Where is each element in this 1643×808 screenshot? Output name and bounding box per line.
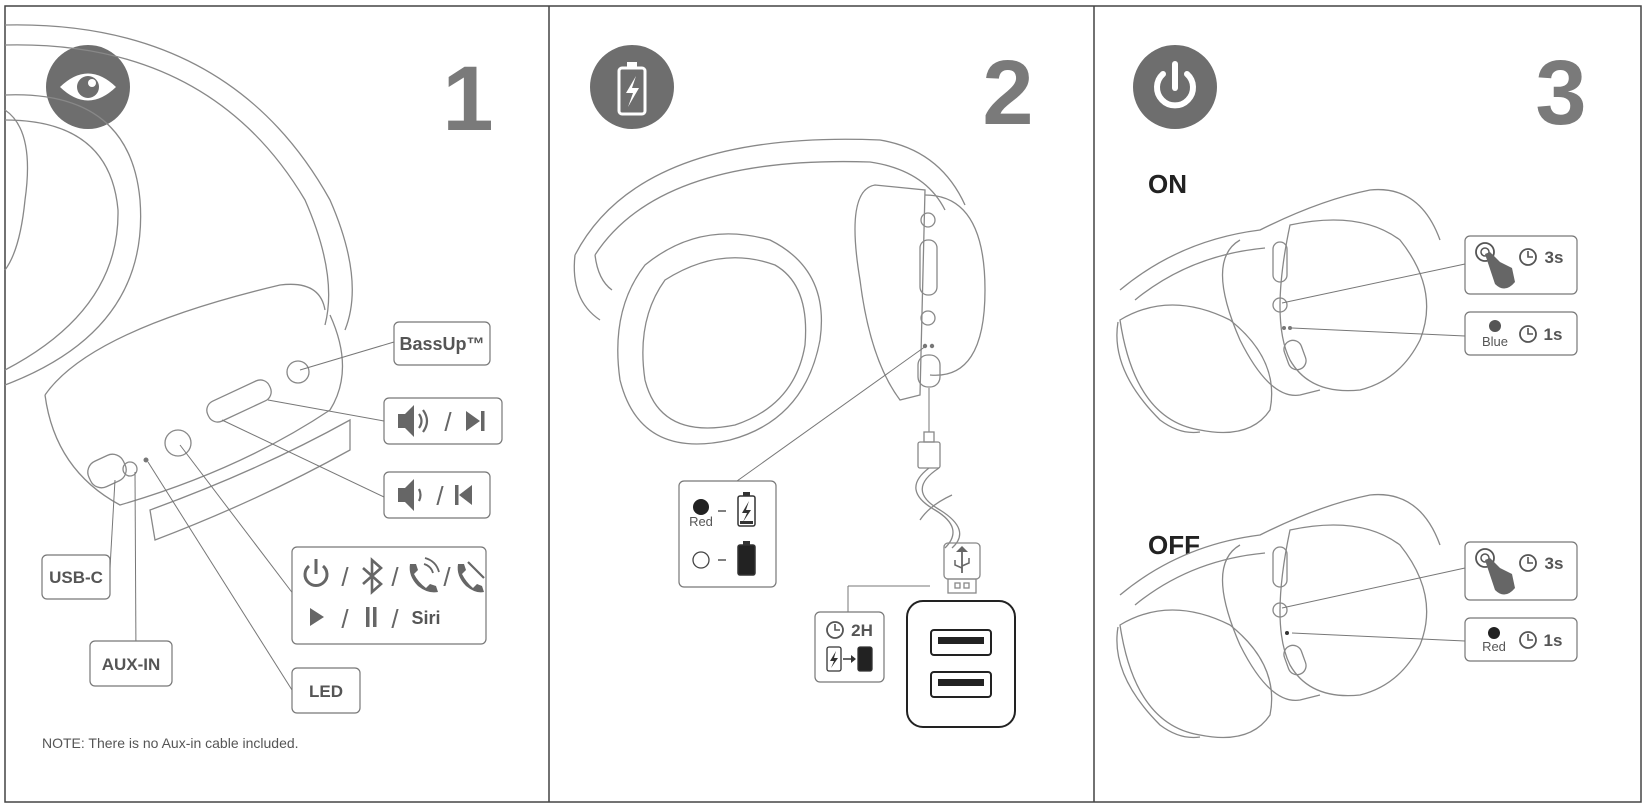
volume-down-prev-callout: / — [383, 471, 491, 519]
on-hold-time: 3s — [1545, 248, 1564, 267]
auxin-callout: AUX-IN — [89, 640, 173, 687]
battery-charge-progress-icon — [826, 646, 873, 672]
pause-icon — [366, 607, 377, 627]
led-dot — [1488, 627, 1500, 639]
led-status-callout: Red — [678, 480, 777, 588]
led-off-dot — [692, 551, 710, 569]
panel-3: 3 ON — [1116, 42, 1587, 739]
clock-icon — [826, 621, 844, 639]
bluetooth-icon — [362, 557, 383, 595]
aux-note: NOTE: There is no Aux-in cable included. — [42, 735, 299, 751]
usb-cable — [915, 388, 981, 594]
charge-time-label: 2H — [851, 621, 873, 640]
siri-label: Siri — [411, 608, 440, 628]
off-title: OFF — [1148, 530, 1200, 560]
end-call-icon — [457, 561, 485, 593]
slash-separator: / — [391, 562, 399, 592]
previous-track-icon — [455, 485, 472, 505]
slash-separator: / — [443, 562, 451, 592]
on-led-callout: Blue 1s — [1464, 311, 1578, 356]
slash-separator: / — [436, 481, 444, 511]
usbc-label: USB-C — [49, 568, 103, 587]
off-led-color: Red — [1482, 639, 1506, 654]
battery-full-icon — [737, 541, 756, 576]
on-led-time: 1s — [1544, 325, 1563, 344]
press-finger-icon — [1475, 548, 1515, 595]
bassup-label: BassUp™ — [399, 334, 484, 354]
usb-symbol-icon — [954, 546, 970, 573]
headphone-illustration — [573, 138, 986, 445]
led-on-dot — [693, 499, 709, 515]
clock-icon — [1519, 554, 1537, 572]
power-icon — [303, 559, 329, 587]
panel-1: 1 BassU — [4, 24, 503, 751]
headphone-illustration-off — [1116, 493, 1441, 739]
charge-time-callout: 2H — [814, 611, 885, 683]
clock-icon — [1519, 631, 1537, 649]
sheet-border — [4, 5, 1642, 803]
press-finger-icon — [1475, 242, 1515, 289]
led-label: LED — [309, 682, 343, 701]
battery-charging-icon — [737, 492, 756, 527]
volume-down-icon — [398, 479, 422, 511]
play-icon — [310, 608, 324, 626]
led-red-label: Red — [689, 514, 713, 529]
volume-up-next-callout: / — [383, 397, 503, 445]
off-hold-time: 3s — [1545, 554, 1564, 573]
on-hold-callout: 3s — [1464, 235, 1578, 295]
usbc-callout: USB-C — [41, 554, 111, 600]
headphone-illustration — [4, 24, 353, 541]
led-callout: LED — [291, 667, 361, 714]
battery-charging-icon — [590, 45, 674, 129]
slash-separator: / — [341, 562, 349, 592]
off-hold-callout: 3s — [1464, 541, 1578, 601]
slash-separator: / — [391, 604, 399, 634]
power-function-callout: / / / / / Siri — [291, 546, 487, 645]
clock-icon — [1519, 248, 1537, 266]
headphone-illustration-on — [1116, 188, 1441, 434]
on-title: ON — [1148, 169, 1187, 199]
auxin-label: AUX-IN — [102, 655, 161, 674]
clock-icon — [1519, 325, 1537, 343]
bassup-callout: BassUp™ — [393, 321, 491, 366]
on-led-color: Blue — [1482, 334, 1508, 349]
step-number: 3 — [1535, 42, 1586, 144]
led-dot — [1489, 320, 1501, 332]
usb-charger — [906, 600, 1016, 728]
next-track-icon — [466, 411, 485, 431]
step-number: 1 — [442, 48, 493, 150]
callout-lines — [109, 341, 395, 691]
answer-call-icon — [409, 557, 440, 593]
eye-icon — [46, 45, 130, 129]
slash-separator: / — [341, 604, 349, 634]
step-number: 2 — [982, 42, 1033, 144]
slash-separator: / — [444, 407, 452, 437]
volume-up-icon — [398, 405, 429, 437]
off-led-time: 1s — [1544, 631, 1563, 650]
panel-2: 2 — [573, 42, 1034, 728]
power-icon — [1133, 45, 1217, 129]
off-led-callout: Red 1s — [1464, 617, 1578, 662]
